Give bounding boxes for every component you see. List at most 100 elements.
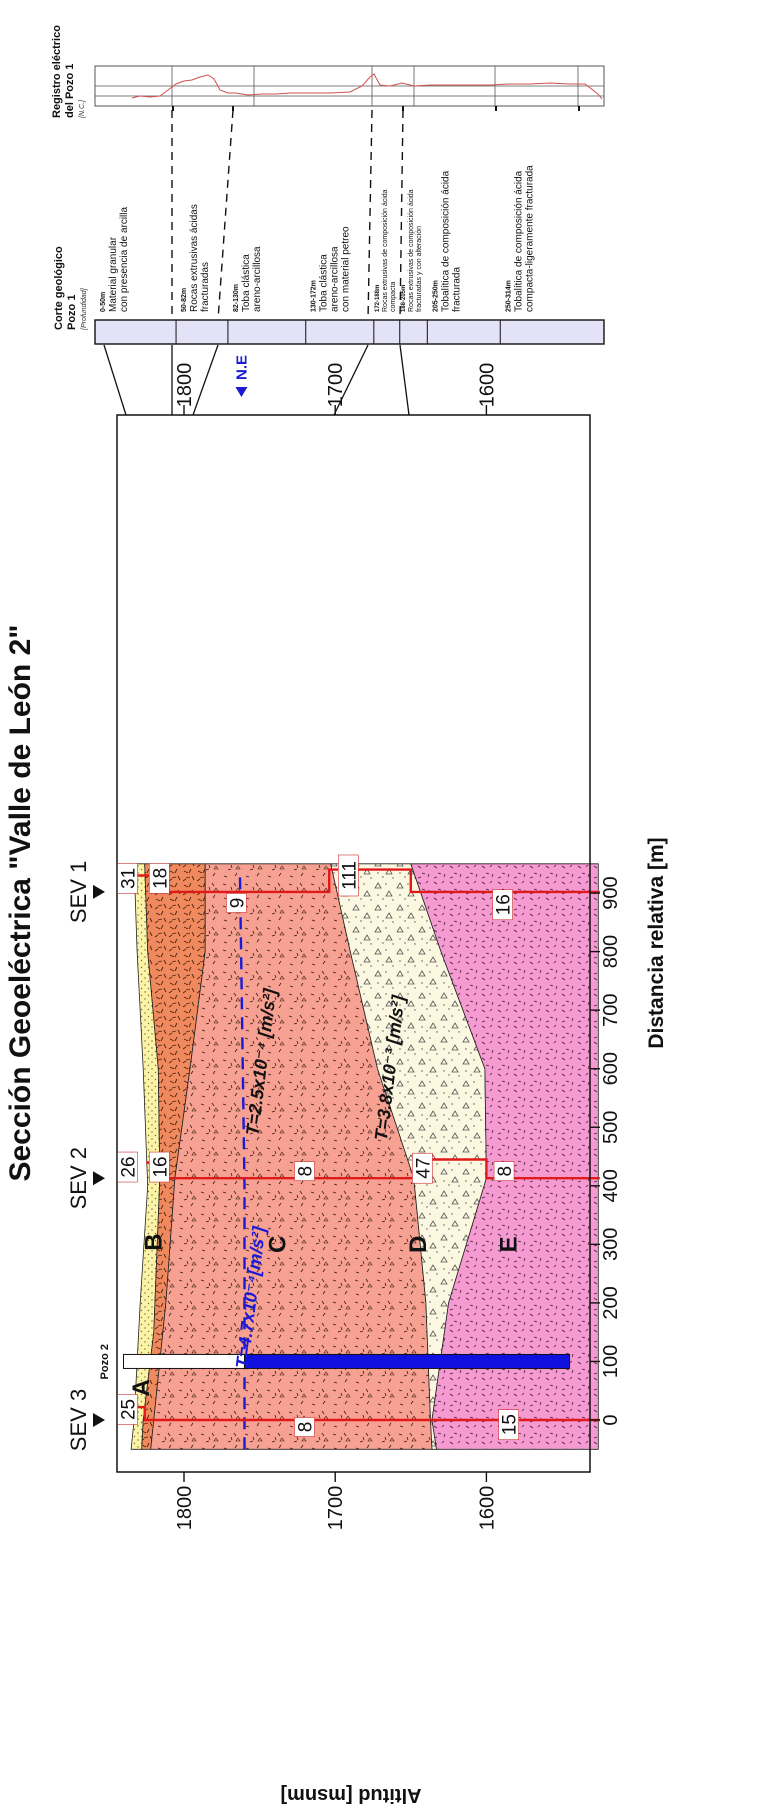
resistivity-label: 15 xyxy=(498,1409,521,1440)
resistivity-label: 8 xyxy=(294,1161,316,1181)
svg-text:25: 25 xyxy=(119,1399,140,1420)
sev-label: SEV 3 xyxy=(66,1389,91,1451)
sev-resistivity-line xyxy=(135,1405,600,1422)
layer-label-e: E xyxy=(496,1236,523,1252)
svg-text:16: 16 xyxy=(150,1156,171,1177)
svg-text:Toba clástica: Toba clástica xyxy=(241,254,252,312)
section-plot: N.E Pozo 2 0100200300400500600700800900 … xyxy=(66,355,622,1530)
svg-text:172-188m: 172-188m xyxy=(375,285,381,312)
y-axis-label: Altitud [msnm] xyxy=(280,1784,421,1806)
svg-text:18: 18 xyxy=(150,868,171,889)
resistivity-label: 8 xyxy=(493,1161,516,1181)
svg-text:Rocas extrusivas ácidas: Rocas extrusivas ácidas xyxy=(189,204,200,312)
x-tick-label: 200 xyxy=(600,1286,622,1319)
column-title: Corte geológico xyxy=(53,246,65,330)
y-tick-label: 1700 xyxy=(325,363,347,408)
log-dashed-connectors xyxy=(171,109,404,321)
svg-text:fracturada: fracturada xyxy=(451,267,462,312)
x-tick-label: 0 xyxy=(600,1414,622,1425)
y-tick-label: 1600 xyxy=(476,1486,498,1531)
svg-text:8: 8 xyxy=(495,1166,516,1177)
log-subtitle: del Pozo 1 xyxy=(64,64,76,118)
log-title: Registro eléctrico xyxy=(51,25,63,118)
plot-frame xyxy=(116,414,591,1473)
column-subtitle: Pozo 1 xyxy=(66,295,78,330)
resistivity-label: 111 xyxy=(338,854,360,897)
svg-text:Tobalítica de composición ácid: Tobalítica de composición ácida xyxy=(513,170,524,312)
resistivity-label: 47 xyxy=(412,1152,434,1184)
log-ticks xyxy=(172,106,580,111)
svg-text:205-250m: 205-250m xyxy=(432,280,439,312)
x-tick-label: 900 xyxy=(600,876,622,909)
svg-text:250-314m: 250-314m xyxy=(505,280,512,312)
correlation-connectors xyxy=(103,344,410,416)
svg-text:26: 26 xyxy=(119,1156,140,1177)
y-tick-label: 1700 xyxy=(325,1486,347,1531)
resistivity-label: 18 xyxy=(149,863,171,894)
svg-text:15: 15 xyxy=(500,1414,521,1435)
svg-text:47: 47 xyxy=(413,1158,434,1179)
svg-text:areno-arcillosa: areno-arcillosa xyxy=(252,246,263,312)
svg-text:31: 31 xyxy=(119,868,140,889)
sev-marker-icon xyxy=(93,1413,105,1427)
layer-label-a: A xyxy=(128,1379,155,1396)
svg-text:16: 16 xyxy=(494,894,515,915)
x-axis-label: Distancia relativa [m] xyxy=(645,837,668,1048)
sev-marker-icon xyxy=(93,1171,105,1186)
x-tick-label: 100 xyxy=(600,1345,622,1378)
resistivity-label: 26 xyxy=(117,1151,140,1183)
sev-marker-icon xyxy=(93,884,105,899)
x-tick-label: 700 xyxy=(600,993,622,1026)
electric-log: Registro eléctrico del Pozo 1 [N.C.] xyxy=(51,25,605,321)
svg-text:fracturadas y con alteración: fracturadas y con alteración xyxy=(416,226,423,312)
svg-text:compacta: compacta xyxy=(390,282,397,312)
svg-text:fracturadas: fracturadas xyxy=(200,262,211,312)
svg-text:82-130m: 82-130m xyxy=(233,284,240,312)
page-title: Sección Geoeléctrica "Valle de León 2" xyxy=(4,624,37,1181)
water-level-marker-icon xyxy=(235,387,248,397)
svg-text:50-82m: 50-82m xyxy=(181,288,188,312)
y-tick-label: 1800 xyxy=(174,363,196,408)
layer-label-b: B xyxy=(140,1233,167,1250)
resistivity-log-curve xyxy=(131,73,603,100)
layer-label-c: C xyxy=(264,1236,291,1253)
resistivity-label: 9 xyxy=(226,893,248,913)
resistivity-label: 16 xyxy=(149,1151,171,1183)
svg-text:con material petreo: con material petreo xyxy=(341,226,352,312)
resistivity-label: 25 xyxy=(117,1394,140,1425)
geologic-column: Corte geológico Pozo 1 [Profundidad] 0-5… xyxy=(53,165,605,345)
y-tick-label: 1600 xyxy=(476,363,498,408)
resistivity-label: 16 xyxy=(492,889,515,921)
sev-label: SEV 2 xyxy=(66,1147,91,1209)
log-unit: [N.C.] xyxy=(79,99,86,119)
svg-text:Tobalítica de composición ácid: Tobalítica de composición ácida xyxy=(440,170,451,312)
svg-text:9: 9 xyxy=(227,898,248,909)
column-unit: [Profundidad] xyxy=(81,287,88,331)
resistivity-label: 31 xyxy=(117,863,140,894)
x-tick-label: 300 xyxy=(600,1228,622,1261)
y-tick-label: 1800 xyxy=(174,1486,196,1531)
svg-text:8: 8 xyxy=(295,1166,316,1177)
svg-text:Rocas extrusivas de composició: Rocas extrusivas de composición ácida xyxy=(408,189,415,312)
svg-text:Rocas extrusivas de composició: Rocas extrusivas de composición ácida xyxy=(382,189,389,312)
x-tick-label: 800 xyxy=(600,935,622,968)
well-casing xyxy=(123,1353,245,1369)
well-screen xyxy=(243,1353,571,1369)
svg-text:Toba clástica: Toba clástica xyxy=(319,254,330,312)
x-tick-label: 400 xyxy=(600,1169,622,1202)
svg-text:con presencia de arcilla: con presencia de arcilla xyxy=(119,207,130,312)
svg-text:0-50m: 0-50m xyxy=(100,292,107,312)
svg-text:8: 8 xyxy=(295,1422,316,1433)
svg-text:130-172m: 130-172m xyxy=(311,280,318,312)
water-level-label: N.E xyxy=(233,355,250,380)
well-label: Pozo 2 xyxy=(99,1344,111,1379)
